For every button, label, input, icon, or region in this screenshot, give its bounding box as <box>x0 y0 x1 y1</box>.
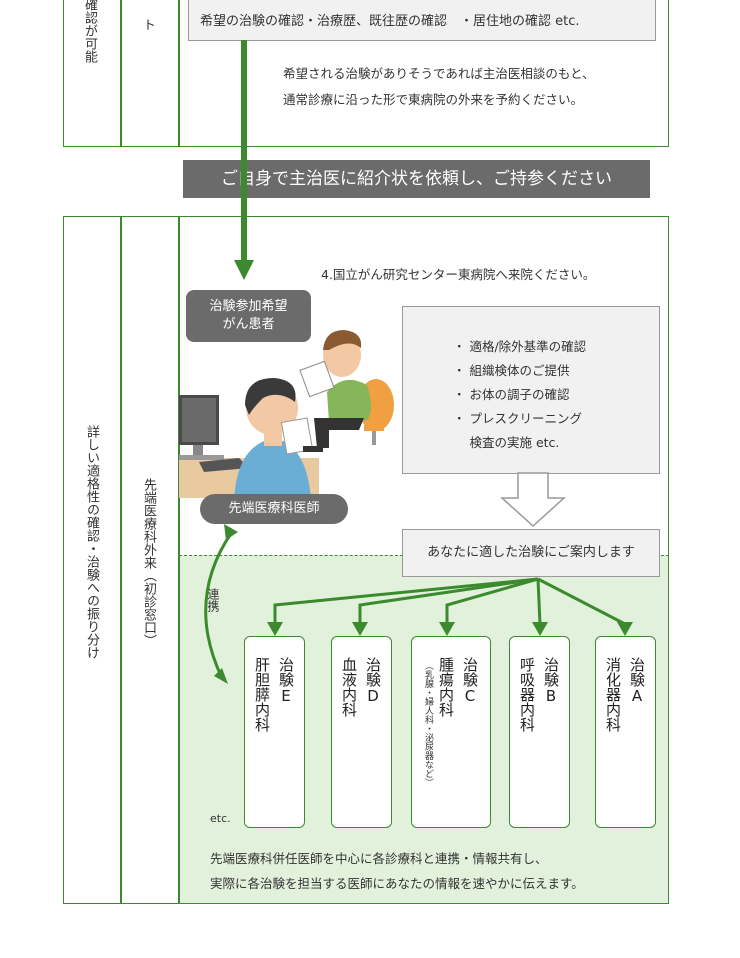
instruction-banner <box>183 160 650 198</box>
dept-d-trial: 治験D <box>364 657 382 705</box>
patient-label-line-2: がん患者 <box>222 317 275 332</box>
dept-box-a: 治験A 消化器内科 <box>595 636 656 828</box>
dept-box-b: 治験B 呼吸器内科 <box>509 636 570 828</box>
guide-text: あなたに適した治験にご案内します <box>427 545 635 560</box>
dept-c-name: 腫瘍内科 <box>437 657 455 717</box>
checklist-item-4: ・ プレスクリーニング <box>453 411 582 426</box>
collab-label: 連携 <box>206 588 220 612</box>
hollow-down-arrow <box>500 472 566 528</box>
doctor-label: 先端医療科医師 <box>200 494 348 524</box>
checklist-item-3: ・ お体の調子の確認 <box>453 387 570 402</box>
dept-e-name: 肝胆膵内科 <box>253 657 271 732</box>
dept-d-name: 血液内科 <box>340 657 358 717</box>
visit-instruction: 4.国立がん研究センター東病院へ来院ください。 <box>321 267 596 282</box>
checklist-box <box>402 306 660 474</box>
checklist-item-1: ・ 適格/除外基準の確認 <box>453 339 587 354</box>
consultation-illustration <box>179 330 394 500</box>
patient-label-line-1: 治験参加希望 <box>209 299 288 314</box>
patient-label: 治験参加希望 がん患者 <box>186 290 311 342</box>
flow-arrow-shaft <box>241 40 247 262</box>
top-checks-box <box>188 0 656 41</box>
dept-box-c: 治験C 腫瘍内科 （乳腺・婦人科・泌尿器など） <box>411 636 491 828</box>
checklist-item-5: 検査の実施 etc. <box>453 435 560 450</box>
checklist-item-2: ・ 組織検体のご提供 <box>453 363 570 378</box>
etc-label: etc. <box>210 812 231 825</box>
top-col-divider-1 <box>120 0 122 147</box>
main-col-divider-1 <box>120 216 122 904</box>
top-checks-text: 希望の治験の確認・治療歴、既往歴の確認 ・居住地の確認 etc. <box>200 14 580 29</box>
dept-a-name: 消化器内科 <box>604 657 622 732</box>
dept-b-name: 呼吸器内科 <box>518 657 536 732</box>
top-section-frame <box>63 0 669 147</box>
dept-e-trial: 治験E <box>277 657 295 705</box>
flow-arrow-head <box>234 260 254 280</box>
main-section-frame <box>63 216 669 904</box>
dept-box-d: 治験D 血液内科 <box>331 636 392 828</box>
main-mid-label: 先端医療科外来（初診窓口） <box>141 478 156 647</box>
dept-c-note: （乳腺・婦人科・泌尿器など） <box>423 661 433 787</box>
top-mid-label: ト <box>140 18 155 31</box>
checklist: ・ 適格/除外基準の確認 ・ 組織検体のご提供 ・ お体の調子の確認 ・ プレス… <box>453 336 586 456</box>
top-left-label: 確認が可能 <box>82 0 97 63</box>
top-col-divider-2 <box>178 0 180 147</box>
top-note-line-2: 通常診療に沿った形で東病院の外来を予約ください。 <box>283 92 584 107</box>
instruction-banner-text: ご自身で主治医に紹介状を依頼し、ご持参ください <box>221 169 612 189</box>
footer-line-1: 先端医療科併任医師を中心に各診療科と連携・情報共有し、 <box>210 851 548 866</box>
main-col-divider-2 <box>178 216 180 904</box>
top-note-line-1: 希望される治験がありそうであれば主治医相談のもと、 <box>283 66 595 81</box>
footer-line-2: 実際に各治験を担当する医師にあなたの情報を速やかに伝えます。 <box>210 876 584 891</box>
dept-b-trial: 治験B <box>542 657 560 705</box>
dept-a-trial: 治験A <box>628 657 646 705</box>
dept-box-e: 治験E 肝胆膵内科 <box>244 636 305 828</box>
main-left-label: 詳しい適格性の確認・治験への振り分け <box>84 425 99 659</box>
dept-c-trial: 治験C <box>461 657 479 705</box>
guide-box <box>402 529 660 577</box>
